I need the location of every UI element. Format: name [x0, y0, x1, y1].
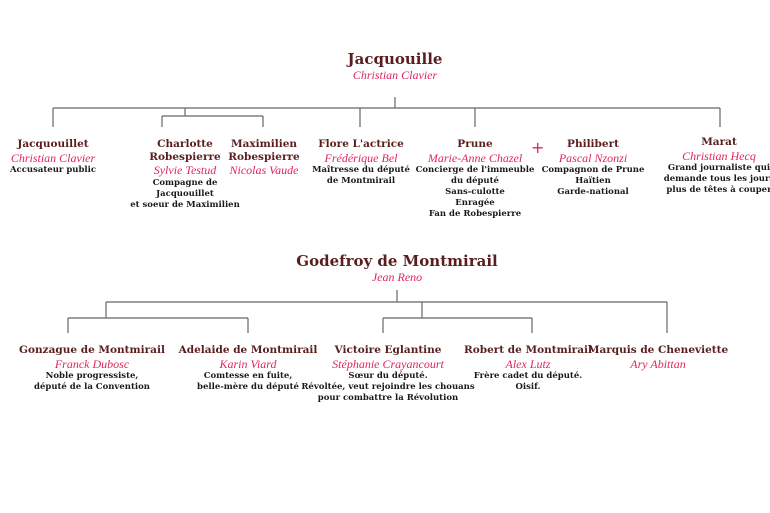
character-name: Flore L'actrice	[318, 138, 404, 150]
actor-name: Franck Dubosc	[54, 356, 130, 371]
character-description: Enragée	[455, 198, 495, 209]
actor-name: Christian Hecq	[682, 148, 756, 163]
character-description: Oisif.	[515, 382, 541, 393]
actor-name: Alex Lutz	[505, 356, 551, 371]
character-description: plus de têtes à couper	[666, 185, 770, 196]
character-description: Grand journaliste qui	[667, 162, 770, 173]
character-name: Jacquouillet	[17, 138, 89, 150]
character-name: Marat	[701, 136, 737, 148]
actor-name: Jean Reno	[371, 270, 423, 284]
character-description: Garde-national	[557, 187, 629, 198]
character-description: Haïtien	[575, 176, 611, 187]
character-description: Fan de Robespierre	[428, 209, 522, 220]
character-name: Maximilien Robespierre	[228, 138, 300, 163]
actor-name: Pascal Nzonzi	[558, 150, 628, 165]
actor-name: Sylvie Testud	[153, 163, 217, 178]
character-description: Concierge de l'immeuble	[415, 164, 535, 175]
character-name: Robert de Montmirail	[464, 344, 592, 356]
character-description: député de la Convention	[34, 382, 150, 393]
character-name: Jacquouille	[347, 50, 443, 68]
character-description: du député	[451, 176, 499, 187]
character-description: Sans-culotte	[445, 187, 505, 198]
character-description: Accusateur public	[9, 164, 97, 175]
character-name: Godefroy de Montmirail	[296, 252, 498, 270]
character-description: et soeur de Maximilien	[130, 199, 240, 210]
character-description: Frère cadet du député.	[473, 370, 583, 381]
character-description: Sœur du député.	[348, 370, 428, 381]
actor-name: Karin Viard	[219, 356, 277, 371]
character-description: pour combattre la Révolution	[317, 393, 459, 404]
actor-name: Stéphanie Crayancourt	[332, 356, 444, 371]
character-name: Adelaide de Montmirail	[178, 344, 318, 356]
character-name: Philibert	[567, 138, 619, 150]
character-description: Noble progressiste,	[45, 370, 139, 381]
actor-name: Nicolas Vaude	[229, 163, 299, 178]
character-description: Révoltée, veut rejoindre les chouans	[301, 382, 475, 393]
character-name: Prune	[457, 138, 493, 150]
character-name: Gonzague de Montmirail	[19, 344, 165, 356]
character-description: Compagnon de Prune	[541, 164, 645, 175]
connector-bottom	[67, 290, 668, 333]
character-description: belle-mère du député	[197, 382, 299, 393]
character-description: Comtesse en fuite,	[203, 370, 293, 381]
actor-name: Marie-Anne Chazel	[427, 150, 523, 165]
character-description: de Montmirail	[326, 176, 396, 187]
couple-plus-sign: +	[531, 138, 545, 157]
actor-name: Frédérique Bel	[324, 150, 398, 165]
actor-name: Ary Abittan	[630, 356, 686, 371]
actor-name: Christian Clavier	[10, 150, 96, 165]
character-name: Charlotte Robespierre	[149, 138, 221, 163]
character-name: Marquis de Cheneviette	[587, 344, 729, 356]
character-description: Maîtresse du député	[312, 164, 410, 175]
actor-name: Christian Clavier	[352, 68, 438, 82]
character-name: Victoire Eglantine	[334, 344, 442, 356]
character-description: Compagne de Jacquouillet	[152, 177, 218, 199]
character-description: demande tous les jours	[663, 174, 770, 185]
connector-top	[52, 97, 721, 127]
